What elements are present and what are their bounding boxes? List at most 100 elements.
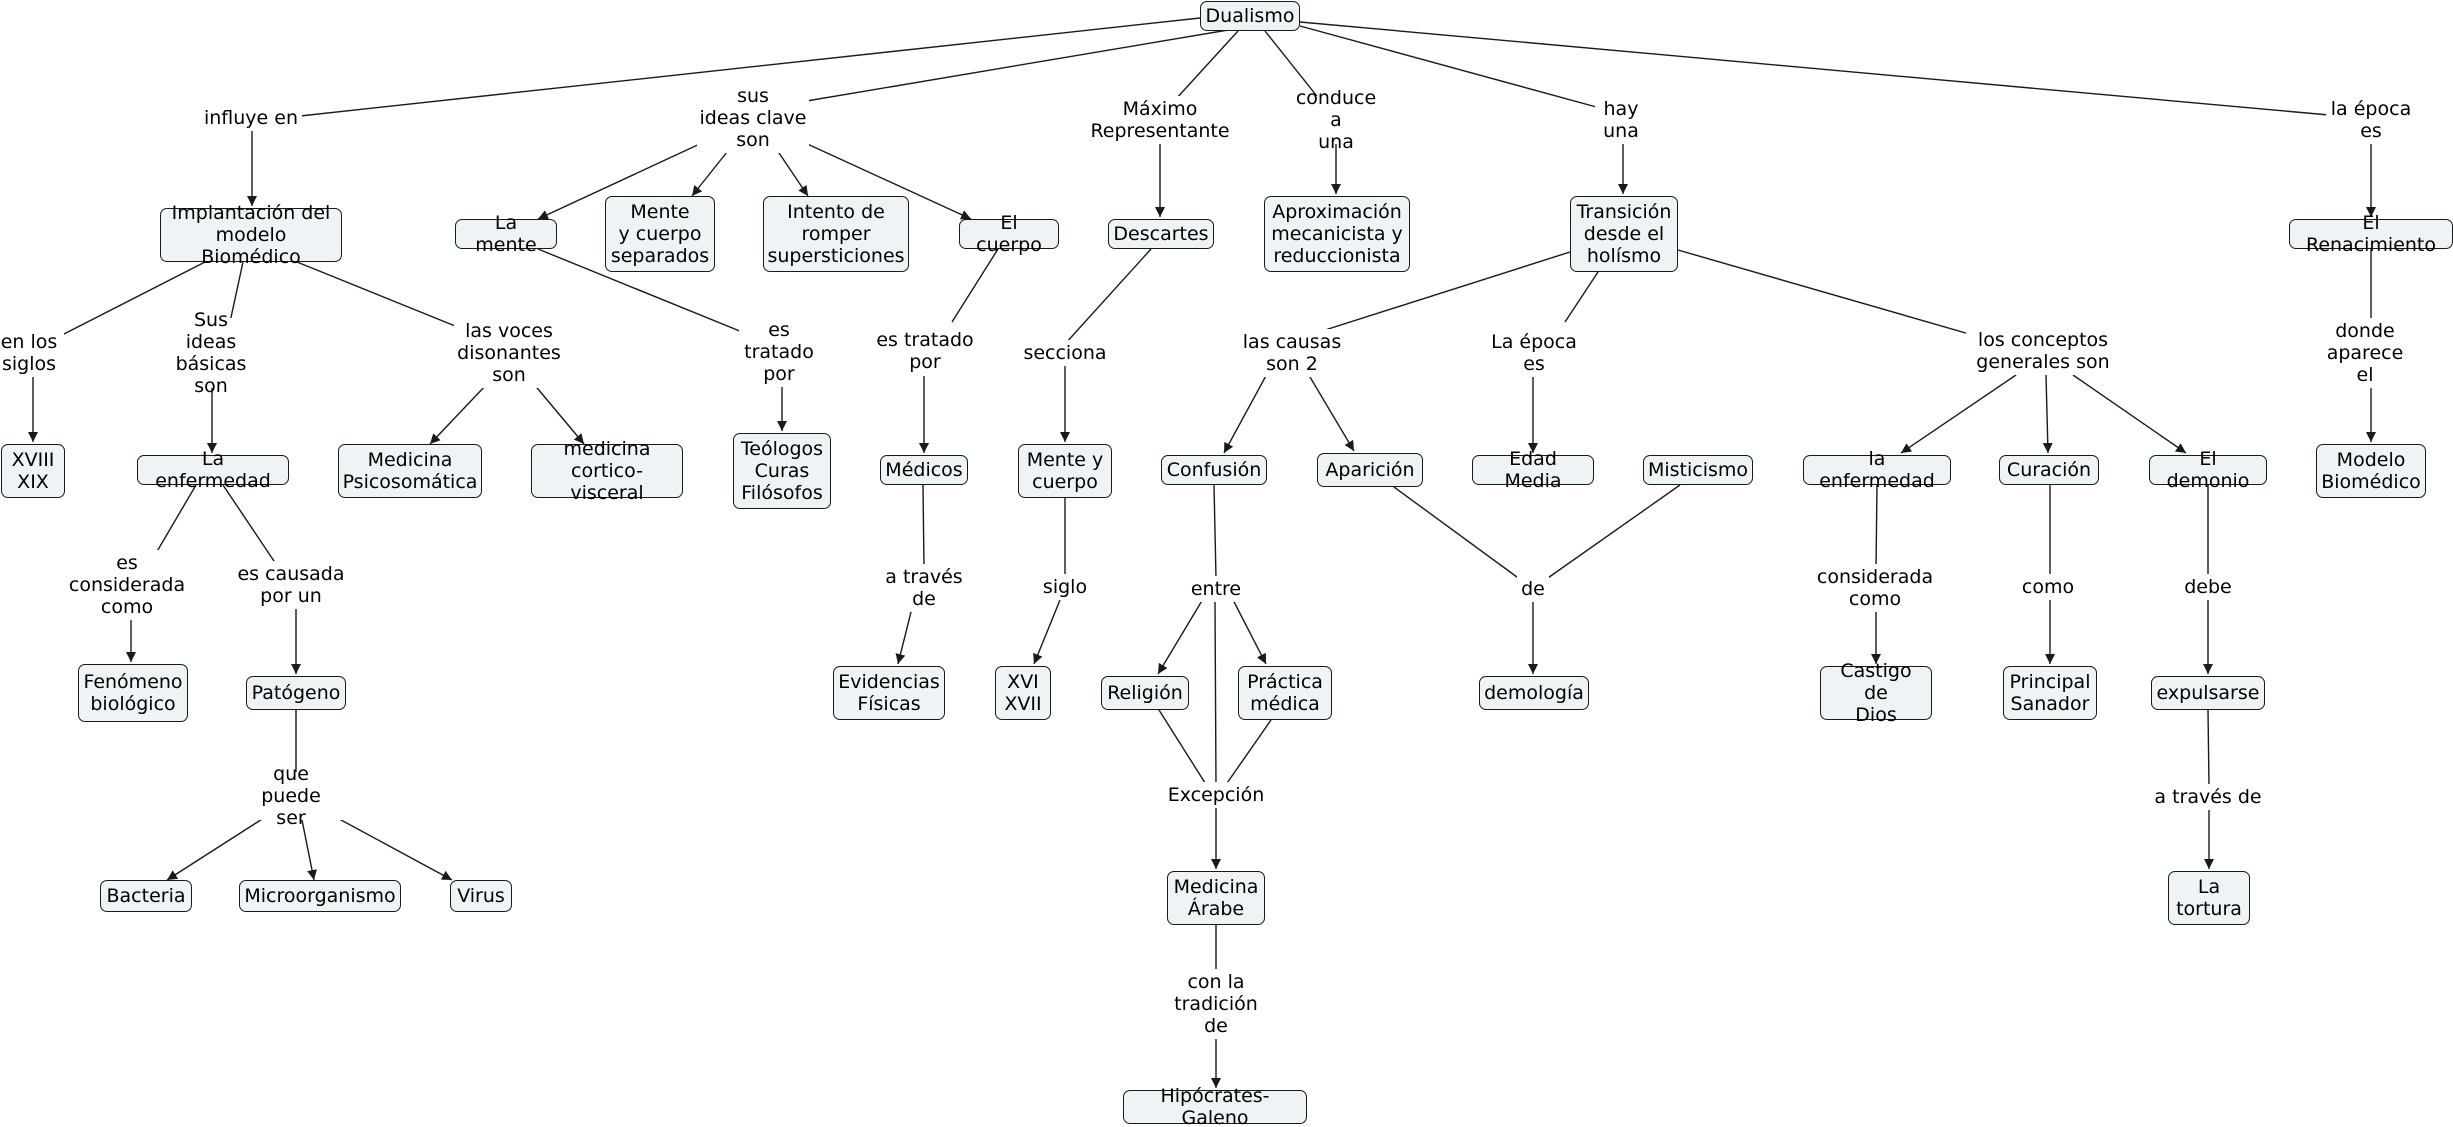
line-connector bbox=[1158, 709, 1208, 787]
line-connector bbox=[1224, 719, 1272, 787]
concept-principal-sanador[interactable]: Principal Sanador bbox=[2003, 666, 2097, 720]
concept-bacteria[interactable]: Bacteria bbox=[100, 880, 192, 912]
link-label-maximo-representante: Máximo Representante bbox=[1090, 96, 1230, 144]
concept-aparicion[interactable]: Aparición bbox=[1317, 453, 1423, 487]
concept-teologos-curas-filosofos[interactable]: Teólogos Curas Filósofos bbox=[733, 433, 831, 509]
link-label-causas-son-2: las causas son 2 bbox=[1235, 329, 1349, 377]
concept-curacion[interactable]: Curación bbox=[1999, 455, 2099, 485]
arrow-connector bbox=[2042, 374, 2053, 454]
link-label-causada-por-un: es causada por un bbox=[235, 561, 347, 609]
line-connector bbox=[764, 27, 1241, 109]
link-label-es-tratado-por-1: es tratado por bbox=[739, 317, 819, 387]
line-connector bbox=[151, 484, 197, 561]
concept-microorganismo[interactable]: Microorganismo bbox=[239, 880, 401, 912]
link-label-excepcion: Excepción bbox=[1165, 782, 1267, 808]
concept-el-renacimiento[interactable]: El Renacimiento bbox=[2289, 212, 2453, 256]
concept-misticismo[interactable]: Misticismo bbox=[1643, 455, 1753, 485]
link-label-tradicion-de: con la tradición de bbox=[1168, 969, 1264, 1039]
link-label-hay-una: hay una bbox=[1595, 96, 1647, 144]
link-label-la-epoca-es-2: La época es bbox=[1486, 329, 1582, 377]
concept-practica-medica[interactable]: Práctica médica bbox=[1238, 666, 1332, 720]
line-connector bbox=[951, 248, 999, 323]
arrow-connector bbox=[532, 382, 585, 445]
concept-mente-y-cuerpo[interactable]: Mente y cuerpo bbox=[1018, 444, 1112, 498]
concept-la-enfermedad-2[interactable]: la enfermedad bbox=[1803, 448, 1951, 492]
concept-edad-media[interactable]: Edad Media bbox=[1472, 448, 1594, 492]
concept-siglos-xviii-xix[interactable]: XVIII XIX bbox=[1, 444, 65, 498]
line-connector bbox=[1299, 25, 1601, 109]
link-label-considerada-como-2: considerada como bbox=[1814, 564, 1936, 612]
concept-medicina-psicosomatica[interactable]: Medicina Psicosomática bbox=[338, 444, 482, 498]
concept-el-demonio[interactable]: El demonio bbox=[2149, 448, 2267, 492]
line-connector bbox=[2207, 709, 2210, 787]
line-connector bbox=[1677, 249, 1991, 341]
link-label-siglo: siglo bbox=[1039, 574, 1091, 600]
concept-el-cuerpo[interactable]: El cuerpo bbox=[959, 212, 1059, 256]
link-label-considerada-como-1: es considerada como bbox=[66, 550, 188, 620]
link-label-que-puede-ser: que puede ser bbox=[239, 763, 343, 829]
arrow-connector bbox=[774, 146, 809, 197]
concept-medicos[interactable]: Médicos bbox=[880, 455, 968, 485]
arrow-connector bbox=[166, 813, 271, 881]
line-connector bbox=[59, 261, 206, 337]
concept-aproximacion-mecanicista[interactable]: Aproximación mecanicista y reduccionista bbox=[1264, 196, 1410, 272]
line-connector bbox=[1544, 484, 1681, 581]
concept-virus[interactable]: Virus bbox=[450, 880, 512, 912]
link-label-la-epoca-es: la época es bbox=[2326, 96, 2416, 144]
line-connector bbox=[1214, 601, 1217, 787]
line-connector bbox=[1875, 484, 1878, 571]
line-connector bbox=[1393, 486, 1522, 581]
link-label-conceptos-generales: los conceptos generales son bbox=[1966, 327, 2120, 375]
arrow-connector bbox=[1900, 374, 2017, 454]
arrow-connector bbox=[802, 141, 972, 220]
link-label-ideas-clave: sus ideas clave son bbox=[697, 83, 809, 153]
concept-demologia[interactable]: demología bbox=[1479, 676, 1589, 710]
concept-la-enfermedad-1[interactable]: La enfermedad bbox=[137, 448, 289, 492]
concept-expulsarse[interactable]: expulsarse bbox=[2151, 676, 2265, 710]
link-label-a-traves-de-2: a través de bbox=[2150, 784, 2266, 810]
line-connector bbox=[1299, 251, 1571, 339]
concept-la-tortura[interactable]: La tortura bbox=[2168, 871, 2250, 925]
line-connector bbox=[1264, 30, 1321, 101]
line-connector bbox=[1213, 484, 1217, 579]
line-connector bbox=[537, 248, 753, 337]
concept-religion[interactable]: Religión bbox=[1101, 676, 1189, 710]
arrow-connector bbox=[537, 141, 705, 220]
link-label-como: como bbox=[2020, 574, 2076, 600]
arrow-connector bbox=[691, 146, 732, 197]
link-label-voces-disonantes: las voces disonantes son bbox=[454, 318, 564, 388]
concept-evidencias-fisicas[interactable]: Evidencias Físicas bbox=[833, 666, 945, 720]
arrow-connector bbox=[2072, 374, 2187, 454]
concept-dualismo[interactable]: Dualismo bbox=[1200, 1, 1300, 31]
concept-descartes[interactable]: Descartes bbox=[1108, 219, 1214, 249]
concept-medicina-arabe[interactable]: Medicina Árabe bbox=[1167, 871, 1265, 925]
concept-medicina-cortico-visceral[interactable]: medicina cortico-visceral bbox=[531, 438, 683, 504]
concept-fenomeno-biologico[interactable]: Fenómeno biológico bbox=[78, 664, 188, 722]
link-label-donde-aparece: donde aparece el bbox=[2322, 318, 2408, 388]
line-connector bbox=[1174, 30, 1239, 101]
link-label-en-los-siglos: en los siglos bbox=[0, 329, 64, 377]
line-connector bbox=[1299, 21, 2341, 117]
concept-implantacion-modelo-biomedico[interactable]: Implantación del modelo Biomédico bbox=[160, 202, 342, 268]
concept-siglos-xvi-xvii[interactable]: XVI XVII bbox=[995, 666, 1051, 720]
concept-modelo-biomedico[interactable]: Modelo Biomédico bbox=[2316, 444, 2426, 498]
concept-la-mente[interactable]: La mente bbox=[455, 212, 557, 256]
link-label-influye-en: influye en bbox=[200, 105, 302, 131]
concept-mente-y-cuerpo-separados[interactable]: Mente y cuerpo separados bbox=[605, 196, 715, 272]
concept-castigo-de-dios[interactable]: Castigo de Dios bbox=[1820, 660, 1932, 726]
arrow-connector bbox=[301, 819, 317, 881]
concept-hipocrates-galeno[interactable]: Hipócrates-Galeno bbox=[1123, 1085, 1307, 1127]
link-label-secciona: secciona bbox=[1019, 340, 1111, 366]
concept-transicion-holismo[interactable]: Transición desde el holísmo bbox=[1570, 196, 1678, 272]
link-label-conduce-a-una: conduce a una bbox=[1285, 87, 1387, 153]
link-label-a-traves-de-1: a través de bbox=[878, 564, 970, 612]
arrow-connector bbox=[1306, 371, 1355, 452]
concept-patogeno[interactable]: Patógeno bbox=[246, 676, 346, 710]
arrow-connector bbox=[1157, 593, 1207, 675]
concept-confusion[interactable]: Confusión bbox=[1161, 455, 1267, 485]
line-connector bbox=[1064, 248, 1152, 345]
concept-intento-romper-supersticiones[interactable]: Intento de romper supersticiones bbox=[763, 196, 909, 272]
arrow-connector bbox=[429, 382, 489, 445]
